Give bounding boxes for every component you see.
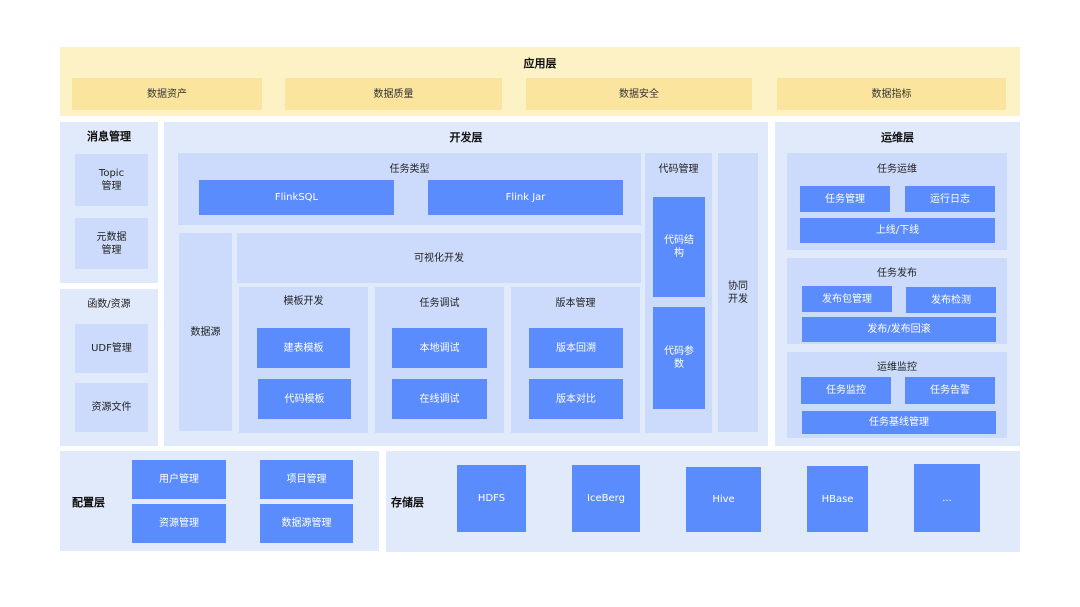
- datasource-box: 数据源: [179, 233, 232, 431]
- flink-jar-box: Flink Jar: [428, 180, 623, 215]
- project-management: 项目管理: [260, 460, 353, 499]
- app-item: 数据指标: [777, 78, 1006, 110]
- visual-development-box: 可视化开发: [237, 233, 641, 283]
- storage-iceberg: IceBerg: [572, 465, 640, 532]
- code-structure: 代码结 构: [653, 197, 705, 297]
- code-management-title: 代码管理: [658, 164, 699, 175]
- publish-check: 发布检测: [906, 287, 996, 313]
- flinksql-box: FlinkSQL: [199, 180, 394, 215]
- package-management: 发布包管理: [802, 286, 892, 312]
- task-baseline-management: 任务基线管理: [802, 411, 996, 434]
- function-resource-title: 函数/资源: [87, 299, 131, 310]
- template-dev-title: 模板开发: [283, 296, 324, 307]
- topic-management: Topic 管理: [75, 154, 148, 206]
- ops-monitor-title: 运维监控: [877, 362, 917, 373]
- code-parameters: 代码参 数: [653, 307, 705, 409]
- storage-more: ...: [914, 464, 980, 532]
- collaborative-dev-box: 协同 开发: [718, 153, 758, 432]
- run-log: 运行日志: [905, 186, 995, 212]
- resource-files: 资源文件: [75, 383, 148, 432]
- publish-rollback: 发布/发布回滚: [802, 317, 996, 342]
- task-ops-title: 任务运维: [877, 164, 917, 175]
- app-item: 数据资产: [72, 78, 262, 110]
- table-template: 建表模板: [257, 328, 350, 368]
- local-debug: 本地调试: [392, 328, 487, 368]
- task-alert: 任务告警: [905, 377, 995, 404]
- message-management-title: 消息管理: [87, 130, 131, 143]
- task-type-title: 任务类型: [389, 164, 430, 175]
- online-offline: 上线/下线: [800, 218, 995, 243]
- user-management: 用户管理: [132, 460, 226, 499]
- code-template: 代码模板: [258, 379, 351, 419]
- config-layer-title: 配置层: [72, 496, 105, 509]
- task-monitor: 任务监控: [801, 377, 891, 404]
- version-compare: 版本对比: [529, 379, 623, 419]
- application-layer-title: 应用层: [523, 57, 557, 70]
- online-debug: 在线调试: [392, 379, 487, 419]
- storage-hdfs: HDFS: [457, 465, 526, 532]
- storage-hive: Hive: [686, 467, 761, 532]
- datasource-management: 数据源管理: [260, 504, 353, 543]
- storage-layer-title: 存储层: [391, 496, 424, 509]
- version-rollback: 版本回溯: [529, 328, 623, 368]
- development-layer-title: 开发层: [449, 131, 483, 144]
- app-item: 数据安全: [526, 78, 752, 110]
- task-debug-title: 任务调试: [419, 298, 460, 309]
- version-management-title: 版本管理: [555, 298, 596, 309]
- storage-hbase: HBase: [807, 466, 868, 532]
- udf-management: UDF管理: [75, 324, 148, 373]
- operations-layer-title: 运维层: [881, 131, 914, 144]
- task-management: 任务管理: [800, 186, 890, 212]
- resource-management: 资源管理: [132, 504, 226, 543]
- app-item: 数据质量: [285, 78, 502, 110]
- metadata-management: 元数据 管理: [75, 218, 148, 269]
- task-publish-title: 任务发布: [877, 268, 917, 279]
